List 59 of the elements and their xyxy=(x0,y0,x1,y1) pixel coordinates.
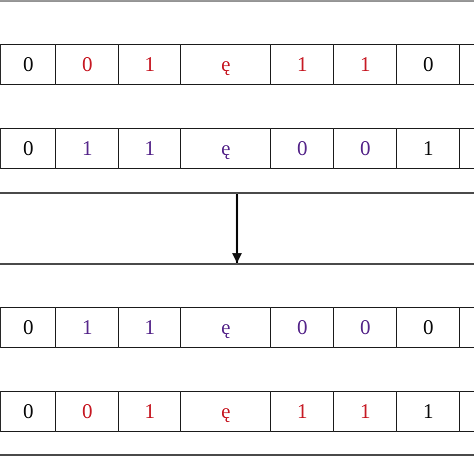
table-cell xyxy=(333,128,398,169)
table-cell xyxy=(333,307,398,348)
table-cell xyxy=(270,44,334,85)
cell-value: 0 xyxy=(423,54,434,75)
cell-value: 0 xyxy=(23,317,34,338)
table-cell xyxy=(180,307,272,348)
cell-value: 1 xyxy=(423,138,434,159)
cell-value: 1 xyxy=(144,401,155,422)
cell-value: 1 xyxy=(82,317,92,338)
table-cell xyxy=(118,391,182,432)
table-cell xyxy=(55,128,120,169)
table-cell xyxy=(270,128,334,169)
table-cell xyxy=(118,44,182,85)
table-cell xyxy=(396,128,460,169)
cell-value: 1 xyxy=(144,317,155,338)
table-cell xyxy=(270,391,334,432)
table-cell xyxy=(180,44,272,85)
table-cell xyxy=(180,128,272,169)
arrow xyxy=(232,194,242,263)
cell-value: 0 xyxy=(297,317,308,338)
table-cell xyxy=(0,128,56,169)
cell-value: 1 xyxy=(360,401,370,422)
cell-value: 0 xyxy=(297,138,308,159)
cell-value: 1 xyxy=(360,54,370,75)
cell-value: 0 xyxy=(360,317,370,338)
table-cell xyxy=(0,307,56,348)
table-cell xyxy=(0,44,56,85)
cell-value: ę xyxy=(221,401,230,422)
cell-value: 1 xyxy=(144,54,155,75)
cell-value: 0 xyxy=(82,54,92,75)
divider-line xyxy=(0,263,474,265)
cell-value: 0 xyxy=(23,54,34,75)
cell-value: 0 xyxy=(360,138,370,159)
cell-value: ę xyxy=(221,54,230,75)
cell-value: ę xyxy=(221,138,230,159)
table-cell xyxy=(118,128,182,169)
table-cell xyxy=(333,44,398,85)
table-cell xyxy=(396,307,460,348)
table-cell xyxy=(55,391,120,432)
table-cell xyxy=(396,391,460,432)
cell-value: 0 xyxy=(23,401,34,422)
table-cell xyxy=(396,44,460,85)
table-cell xyxy=(55,44,120,85)
table-cell xyxy=(118,307,182,348)
cell-value: 1 xyxy=(82,138,92,159)
cell-value: ę xyxy=(221,317,230,338)
cell-value: 0 xyxy=(23,138,34,159)
cell-value: 0 xyxy=(423,317,434,338)
table-cell xyxy=(180,391,272,432)
cell-value: 1 xyxy=(144,138,155,159)
table-cell xyxy=(0,391,56,432)
divider-line xyxy=(0,192,474,194)
table-cell xyxy=(55,307,120,348)
cell-value: 1 xyxy=(297,54,308,75)
cell-value: 1 xyxy=(297,401,308,422)
table-cell xyxy=(270,307,334,348)
cell-value: 0 xyxy=(82,401,92,422)
table-cell xyxy=(333,391,398,432)
cell-value: 1 xyxy=(423,401,434,422)
